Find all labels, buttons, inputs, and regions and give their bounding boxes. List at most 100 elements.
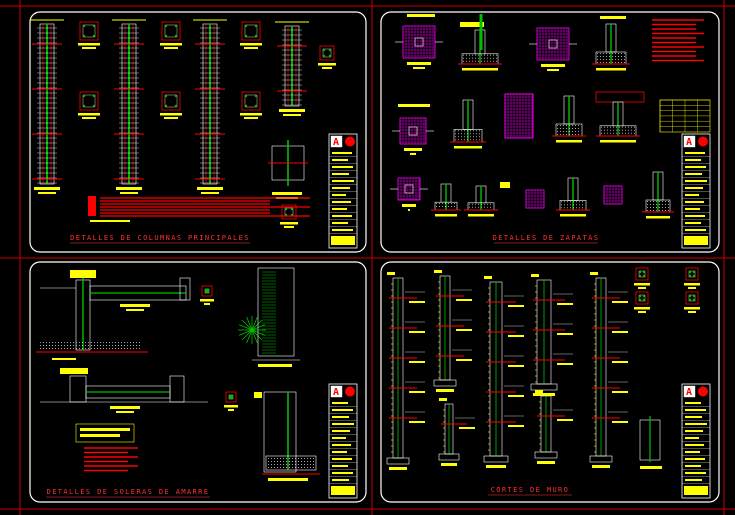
cad-dot (436, 203, 437, 204)
cad-rebar-dot (692, 298, 696, 302)
cad-rect (612, 361, 628, 363)
cad-rect (556, 140, 582, 143)
cad-dot (49, 348, 50, 349)
cad-stroke (251, 324, 266, 331)
cad-rect (332, 159, 348, 161)
cad-rect (557, 303, 573, 305)
cad-dot (55, 345, 56, 346)
cad-rect (79, 91, 99, 111)
cad-rect (413, 67, 425, 69)
cad-dot (289, 461, 290, 462)
cad-rect (265, 455, 317, 471)
cad-rebar-dot (206, 288, 210, 292)
cad-dot (295, 467, 296, 468)
cad-dot (665, 207, 666, 208)
cad-rect (640, 466, 662, 469)
cad-dot (112, 345, 113, 346)
cad-dot (597, 62, 598, 63)
cad-dot (659, 201, 660, 202)
cad-dot (313, 461, 314, 462)
cad-rect (322, 67, 332, 69)
cad-dot (490, 54, 491, 56)
cad-rect (257, 267, 295, 357)
cad-dot (628, 126, 629, 128)
cad-rect (638, 287, 646, 289)
cad-dot (490, 203, 491, 205)
cad-dot (118, 348, 119, 349)
cad-rect (456, 329, 472, 331)
cad-dot (618, 62, 619, 63)
cad-dot (470, 133, 471, 135)
cad-rect (681, 133, 711, 249)
cad-dot (572, 128, 573, 129)
cad-rect (533, 393, 555, 396)
cad-dot (274, 464, 275, 465)
cad-dot (103, 348, 104, 349)
cad-rect (402, 204, 416, 207)
cad-dot (91, 345, 92, 346)
cad-dot (304, 467, 305, 468)
cad-dot (118, 345, 119, 346)
cad-rect (407, 14, 435, 17)
cad-dot (612, 62, 613, 63)
cad-dot (609, 59, 610, 60)
cad-dot (567, 201, 568, 203)
cad-dot (487, 206, 488, 208)
cad-dot (659, 204, 660, 205)
title-block-seal (698, 386, 708, 397)
cad-dot (301, 461, 302, 462)
cad-rect (410, 153, 416, 155)
cad-dot (472, 57, 473, 59)
cad-dot (139, 348, 140, 349)
cad-rect (537, 461, 555, 464)
cad-rect (88, 196, 96, 216)
cad-rect (164, 94, 178, 108)
cad-rebar-dot (174, 104, 178, 108)
cad-dot (448, 203, 449, 204)
cad-dot (286, 461, 287, 462)
cad-dot (582, 207, 583, 209)
cad-dot (463, 54, 464, 56)
cad-rect (332, 458, 352, 460)
cad-dot (49, 342, 50, 343)
cad-rect (228, 394, 234, 400)
cad-dot (88, 342, 89, 343)
cad-dot (481, 203, 482, 205)
cad-dot (88, 345, 89, 346)
cad-dot (473, 130, 474, 132)
cad-dot (600, 59, 601, 60)
cad-dot (461, 139, 462, 141)
cad-rect (688, 270, 696, 278)
cad-rect (161, 21, 181, 41)
cad-dot (631, 132, 632, 134)
cad-dot (106, 345, 107, 346)
title-block-logo: A (333, 387, 339, 398)
cad-rebar-dot (328, 48, 332, 52)
cad-dot (631, 126, 632, 128)
sheet-title-bottom-right: CORTES DE MURO (491, 486, 570, 494)
cad-dot (662, 210, 663, 211)
cad-rect (685, 472, 706, 474)
cad-dot (283, 467, 284, 468)
cad-dot (570, 204, 571, 206)
cad-rebar-dot (692, 294, 696, 298)
cad-dot (76, 342, 77, 343)
cad-rect (683, 135, 696, 148)
cad-dot (610, 126, 611, 128)
cad-dot (621, 56, 622, 57)
cad-dot (575, 128, 576, 129)
cad-dot (573, 207, 574, 209)
cad-dot (579, 201, 580, 203)
cad-rebar-dot (290, 207, 294, 211)
cad-dot (467, 130, 468, 132)
cad-rect (319, 45, 335, 61)
sheet-border-bottom-right (380, 261, 720, 503)
cad-rect (685, 194, 699, 196)
cad-dot (650, 201, 651, 202)
cad-rebar-dot (164, 104, 168, 108)
cad-rect (685, 152, 705, 154)
cad-dot (572, 131, 573, 132)
cad-dot (280, 464, 281, 465)
cad-rebar-dot (692, 270, 696, 274)
cad-dot (310, 461, 311, 462)
